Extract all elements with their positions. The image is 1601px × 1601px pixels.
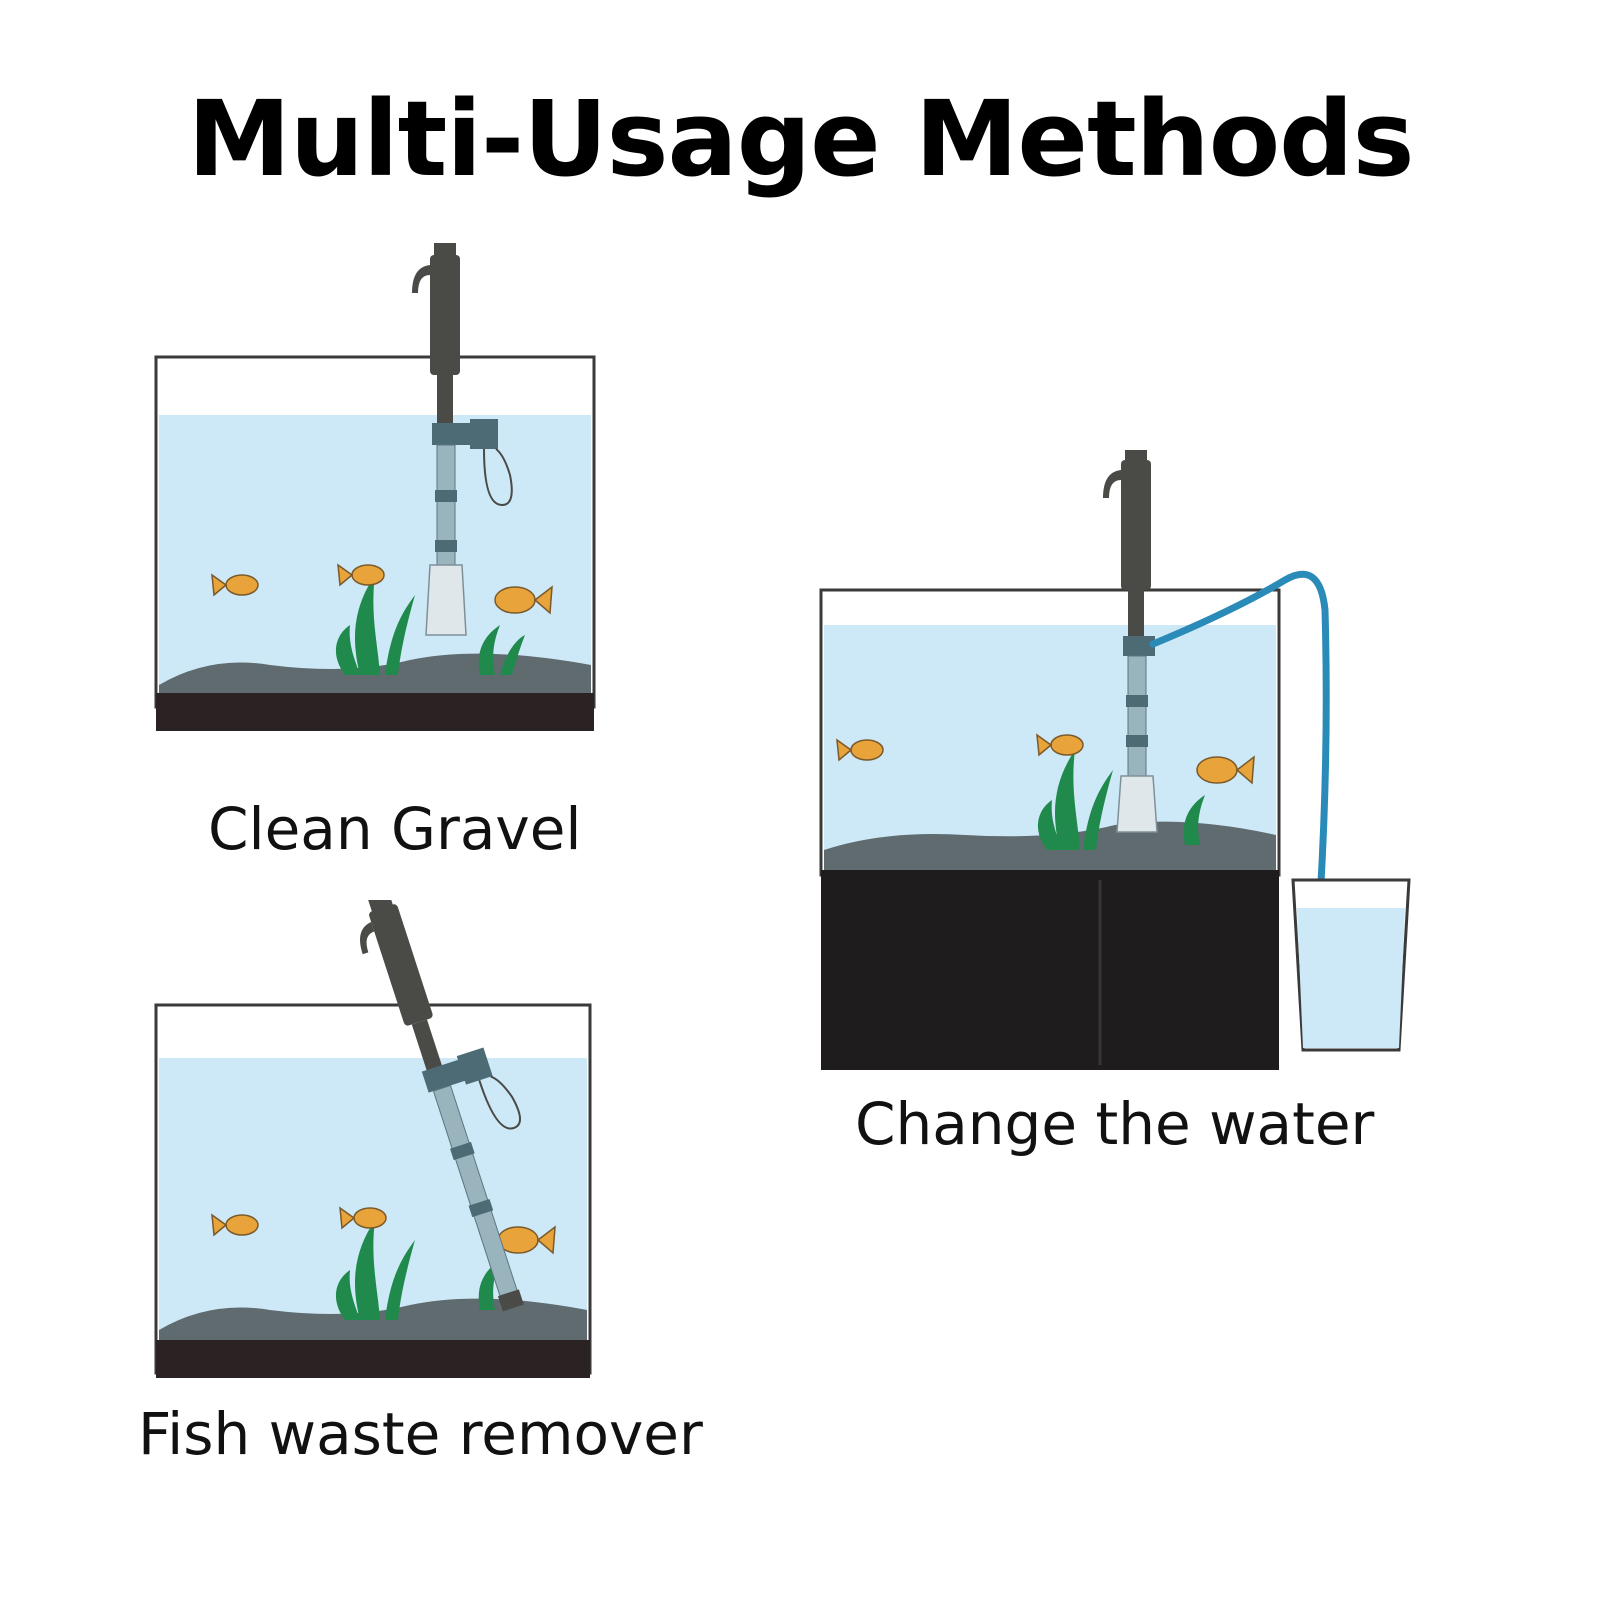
gravel-vacuum-siphon-icon [412, 243, 513, 636]
goldfish-icon [836, 733, 1255, 785]
aquarium-tank-icon [154, 243, 596, 731]
panel-fish-waste: Fish waste remover [138, 900, 703, 1468]
goldfish-icon [211, 1206, 556, 1255]
gravel-vacuum-siphon-icon [360, 900, 524, 1312]
panel-clean-gravel: Clean Gravel [150, 235, 610, 863]
page-title: Multi-Usage Methods [187, 78, 1414, 200]
aquarium-tank-icon [154, 900, 592, 1378]
aquarium-tank-icon [819, 450, 1411, 1070]
panel-change-water: Change the water [815, 450, 1465, 1158]
caption-clean-gravel: Clean Gravel [208, 795, 582, 863]
water-bucket-icon [1291, 878, 1411, 1052]
goldfish-icon [211, 563, 553, 615]
siphon-hose [1149, 570, 1330, 904]
aquatic-plant-icon [335, 575, 525, 675]
gravel-vacuum-siphon-icon [1103, 450, 1158, 833]
caption-fish-waste: Fish waste remover [138, 1400, 703, 1468]
aquatic-plant-icon [1037, 750, 1205, 850]
caption-change-water: Change the water [855, 1090, 1375, 1158]
